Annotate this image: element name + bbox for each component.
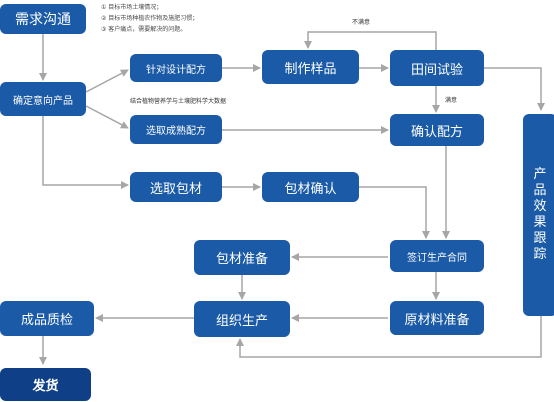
box-quality-check[interactable]: 成品质检 [0, 301, 94, 336]
box-confirm-formula[interactable]: 确认配方 [390, 114, 484, 146]
box-select-packaging[interactable]: 选取包材 [130, 172, 222, 202]
tracking-char-2: 品 [533, 183, 547, 198]
arrow-unsatisfied-loop [304, 31, 437, 50]
box-make-sample[interactable]: 制作样品 [262, 50, 359, 84]
box-select-formula[interactable]: 选取成熟配方 [130, 115, 222, 144]
box-effect-tracking[interactable]: 产 品 效 果 跟 踪 [523, 114, 554, 316]
box-field-test[interactable]: 田间试验 [390, 50, 484, 86]
box-custom-formula[interactable]: 针对设计配方 [130, 54, 222, 82]
box-packaging-prep[interactable]: 包材准备 [194, 240, 290, 275]
arrow-tracking-to-production [236, 316, 542, 358]
box-packaging-confirm[interactable]: 包材确认 [262, 172, 359, 202]
label-satisfied: 满意 [445, 97, 458, 104]
arrow-target-to-packaging [42, 116, 129, 189]
tracking-char-6: 踪 [533, 247, 547, 262]
box-demand-communication[interactable]: 需求沟通 [0, 4, 86, 34]
tracking-char-4: 果 [533, 215, 547, 230]
arrow-packaging-confirm-to-contract [359, 186, 430, 239]
box-target-product[interactable]: 确定意向产品 [0, 82, 86, 116]
arrow-target-to-custom [85, 69, 129, 93]
target-market-notes: ① 目标市场土壤情况； ② 目标市场种植农作物及施肥习惯； ③ 客户痛点，需要解… [101, 2, 198, 35]
tracking-char-5: 跟 [533, 231, 547, 246]
note-line-2: ② 目标市场种植农作物及施肥习惯； [101, 15, 199, 22]
box-sign-contract[interactable]: 签订生产合同 [390, 240, 484, 272]
note-line-1: ① 目标市场土壤情况； [101, 4, 163, 11]
arrow-field-to-tracking [484, 67, 545, 111]
box-ship[interactable]: 发货 [0, 368, 91, 401]
label-nutrition-data: 结合植物营养学与土壤肥料学大数据 [130, 98, 227, 105]
arrow-target-to-select-formula [85, 105, 129, 129]
box-raw-material-prep[interactable]: 原材料准备 [390, 301, 484, 335]
tracking-char-3: 效 [533, 199, 547, 214]
label-unsatisfied: 不满意 [352, 19, 371, 26]
box-organize-production[interactable]: 组织生产 [194, 301, 290, 337]
tracking-char-1: 产 [533, 167, 547, 182]
note-line-3: ③ 客户痛点，需要解决的问题。 [101, 26, 187, 33]
